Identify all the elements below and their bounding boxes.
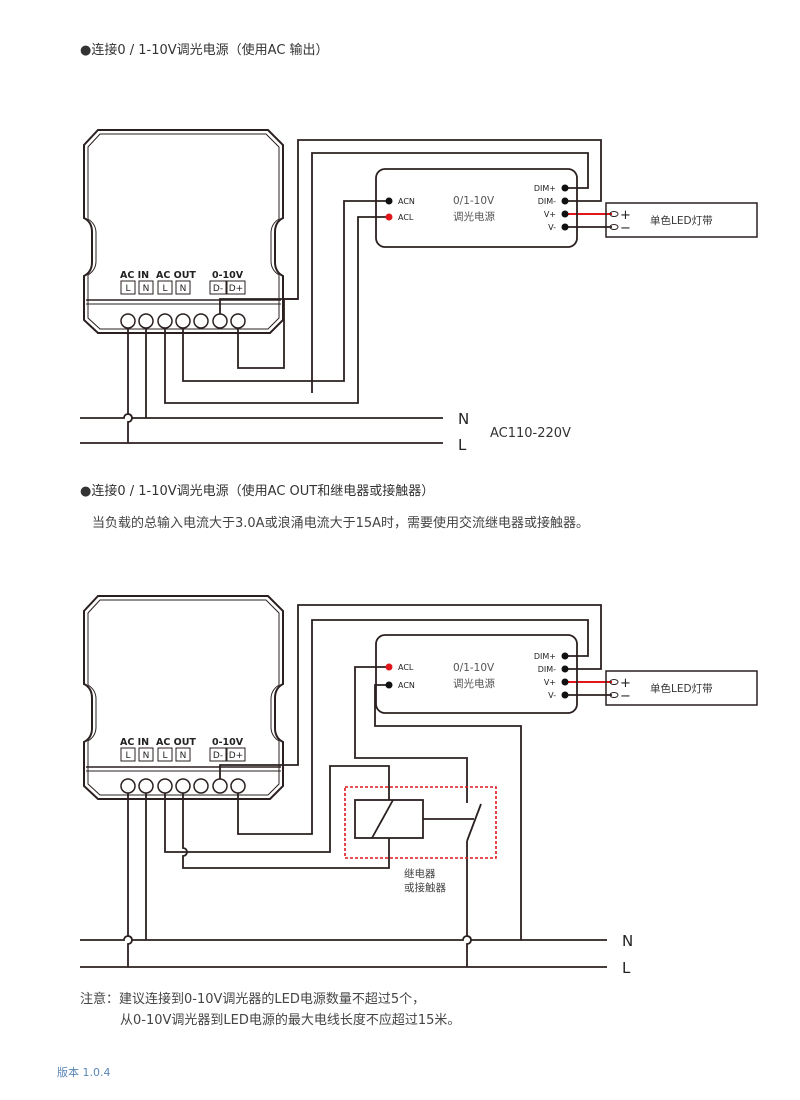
mains-n-label: N: [458, 410, 469, 428]
ac-in-label: AC IN: [120, 737, 149, 748]
relay-label: 继电器: [404, 867, 436, 880]
led-strip-label: 单色LED灯带: [650, 214, 713, 227]
terminal-label: L: [125, 751, 130, 761]
dimmer-module-2: [83, 595, 284, 800]
ac-out-label: AC OUT: [156, 270, 196, 281]
relay-switch: [466, 803, 482, 842]
psu-pin-label: DIM-: [538, 197, 556, 206]
terminal-label: N: [143, 284, 150, 294]
psu-box-1: [375, 168, 578, 248]
note-line1: 注意：建议连接到0-10V调光器的LED电源数量不超过5个，: [80, 992, 426, 1007]
led-strip-label: 单色LED灯带: [650, 682, 713, 695]
mains-l-label: L: [622, 959, 631, 977]
dimmer-module-1: [83, 129, 284, 334]
section1-heading: ●连接0 / 1-10V调光电源（使用AC 输出）: [80, 43, 329, 58]
terminal-label: D-: [213, 284, 223, 294]
relay-label: 或接触器: [404, 881, 446, 894]
note-line2: 从0-10V调光器到LED电源的最大电线长度不应超过15米。: [120, 1013, 461, 1028]
terminal-label: D-: [213, 751, 223, 761]
psu-pin-label: ACN: [398, 681, 415, 690]
wire-acl-switch: [354, 666, 468, 803]
terminal-label: N: [180, 284, 187, 294]
terminal-label: D+: [229, 284, 243, 294]
wire-acout-n-coil: [182, 793, 390, 869]
section2-description: 当负载的总输入电流大于3.0A或浪涌电流大于15A时，需要使用交流继电器或接触器…: [92, 516, 590, 531]
psu-pin-label: ACN: [398, 197, 415, 206]
psu-title: 0/1-10V: [453, 195, 495, 207]
terminal-label: N: [180, 751, 187, 761]
psu-pin-label: V-: [548, 691, 556, 700]
v010-label: 0-10V: [212, 737, 244, 748]
psu-pin-label: DIM-: [538, 665, 556, 674]
psu-pin-label: DIM+: [534, 652, 556, 661]
psu-title: 0/1-10V: [453, 662, 495, 674]
terminal-label: L: [125, 284, 130, 294]
wires-2: [80, 604, 612, 968]
wire-acn-n: [374, 684, 522, 940]
terminal-label: N: [143, 751, 150, 761]
wire-dminus-dim: [219, 139, 602, 314]
relay-dashed-box: [344, 786, 497, 859]
mains-voltage-label: AC110-220V: [490, 426, 571, 441]
wire-acout-n: [182, 200, 386, 382]
pin-acn: [385, 197, 393, 205]
terminal-label: L: [162, 284, 167, 294]
wires-1: [80, 139, 612, 444]
psu-title: 调光电源: [453, 677, 495, 690]
psu-title: 调光电源: [453, 210, 495, 223]
psu-pin-label: ACL: [398, 663, 414, 672]
ac-out-label: AC OUT: [156, 737, 196, 748]
led-strip-box-1: [605, 202, 758, 238]
mains-l-label: L: [458, 436, 467, 454]
led-plus: +: [620, 676, 631, 691]
v010-label: 0-10V: [212, 270, 244, 281]
terminal-blank: [193, 313, 209, 329]
led-minus: −: [620, 221, 631, 236]
wire-acout-l-coil: [164, 765, 390, 853]
wire-acout-l: [164, 216, 386, 404]
psu-pin-label: V-: [548, 223, 556, 232]
psu-pin-label: V+: [544, 210, 556, 219]
led-plus: +: [620, 208, 631, 223]
terminal-label: D+: [229, 751, 243, 761]
psu-box-2: [375, 634, 578, 714]
section2-heading: ●连接0 / 1-10V调光电源（使用AC OUT和继电器或接触器）: [80, 484, 435, 499]
psu-pins-1: [385, 184, 569, 231]
dimmer-terminals-2: [120, 778, 246, 794]
mains-n-label: N: [622, 932, 633, 950]
terminal-label: L: [162, 751, 167, 761]
ac-in-label: AC IN: [120, 270, 149, 281]
version-label: 版本 1.0.4: [57, 1066, 111, 1079]
wire-dplus-dimplus: [311, 152, 589, 393]
psu-pin-label: ACL: [398, 213, 414, 222]
led-strip-box-2: [605, 670, 758, 706]
psu-pins-2: [385, 652, 569, 699]
mains-n-line: [80, 413, 443, 419]
psu-pin-label: V+: [544, 678, 556, 687]
psu-pin-label: DIM+: [534, 184, 556, 193]
led-minus: −: [620, 689, 631, 704]
pin-acl: [385, 213, 393, 221]
